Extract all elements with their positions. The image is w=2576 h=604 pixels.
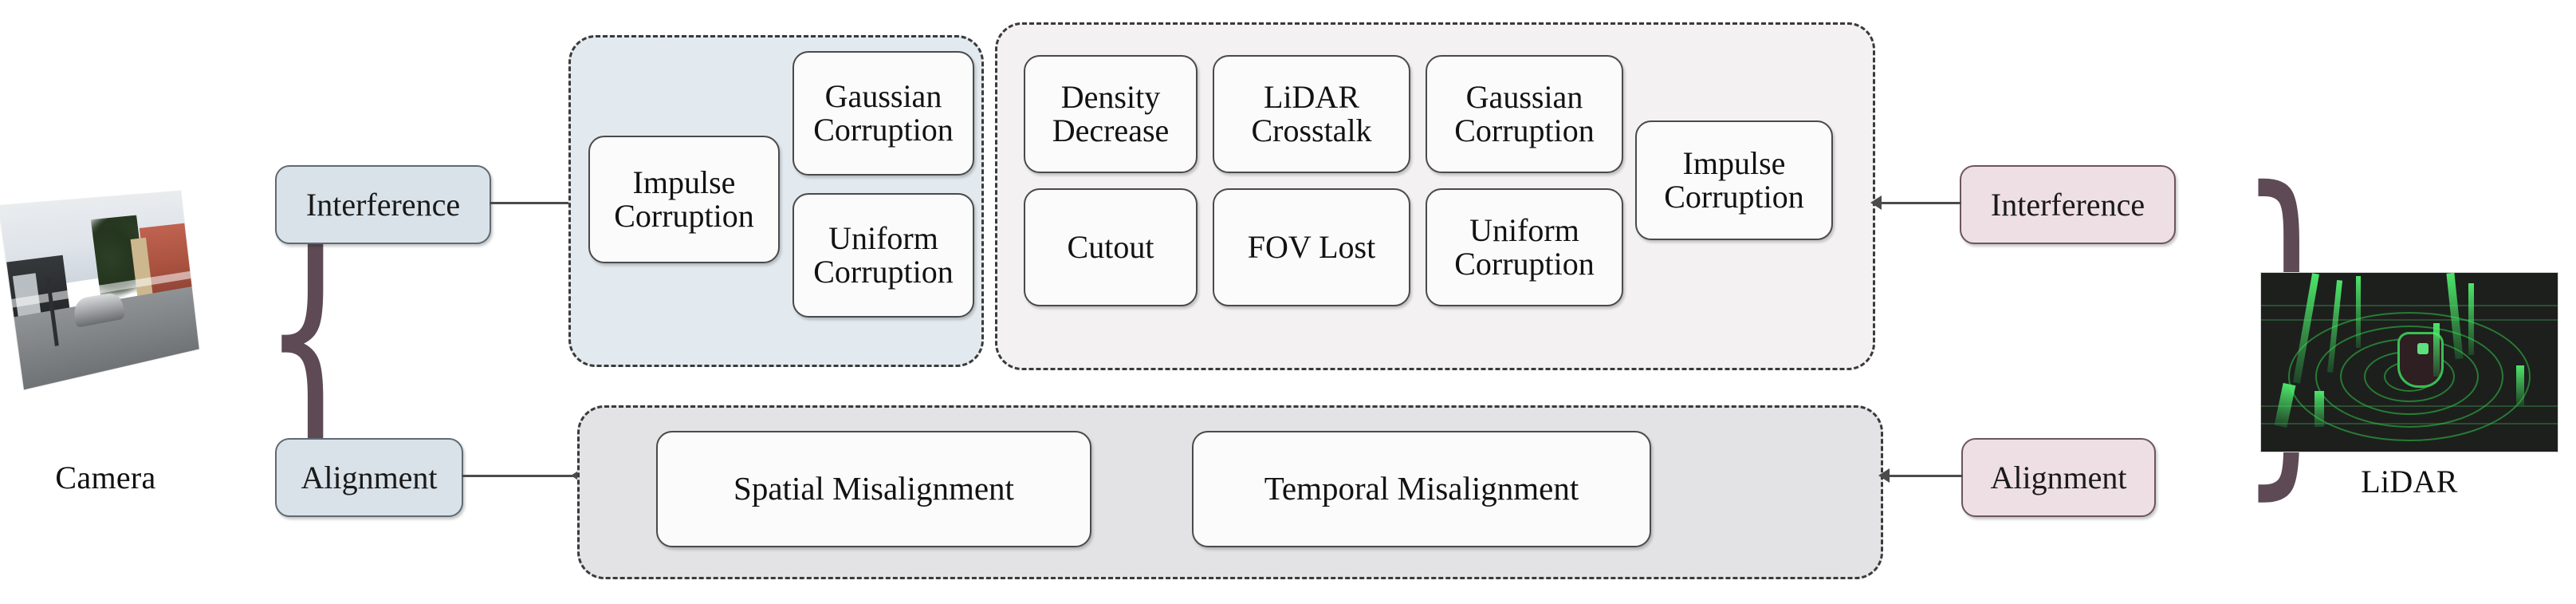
lidar-beam — [2432, 322, 2440, 377]
alignment-item-spatial-label: Spatial Misalignment — [733, 470, 1014, 507]
camera-item-impulse-line1: Impulse — [632, 164, 736, 200]
lidar-item-lidar-crosstalk-line1: LiDAR — [1264, 79, 1359, 115]
camera-label: Camera — [55, 460, 156, 495]
right-role-alignment[interactable]: Alignment — [1961, 438, 2156, 517]
camera-item-gaussian-line2: Corruption — [813, 112, 954, 148]
lidar-item-fov-lost[interactable]: FOV Lost — [1213, 188, 1410, 306]
camera-interference-group: Impulse Corruption Gaussian Corruption U… — [568, 35, 984, 367]
left-role-interference[interactable]: Interference — [275, 165, 491, 244]
camera-item-uniform-line1: Uniform — [828, 220, 938, 256]
connector-right-interference-arrow — [1870, 195, 1882, 210]
camera-street-image — [0, 191, 199, 390]
lidar-item-cutout-line1: Cutout — [1067, 229, 1154, 265]
lidar-item-impulse-line2: Corruption — [1664, 179, 1804, 215]
lidar-beam — [2356, 276, 2362, 349]
lidar-item-cutout[interactable]: Cutout — [1024, 188, 1198, 306]
camera-item-impulse-line2: Corruption — [614, 198, 754, 234]
lidar-ring — [2288, 311, 2531, 441]
lidar-item-lidar-crosstalk[interactable]: LiDAR Crosstalk — [1213, 55, 1410, 173]
lidar-interference-group: Density Decrease LiDAR Crosstalk Gaussia… — [995, 22, 1875, 370]
lidar-item-gaussian-line2: Corruption — [1454, 113, 1595, 148]
lidar-item-uniform[interactable]: Uniform Corruption — [1426, 188, 1623, 306]
connector-right-alignment-arrow — [1878, 468, 1890, 483]
lidar-item-fov-lost-line1: FOV Lost — [1247, 229, 1376, 265]
lidar-item-uniform-line1: Uniform — [1469, 212, 1579, 248]
connector-left-interference — [490, 202, 577, 204]
alignment-group: Spatial Misalignment Temporal Misalignme… — [577, 405, 1883, 579]
lidar-item-density-decrease-line2: Decrease — [1052, 113, 1170, 148]
lidar-item-lidar-crosstalk-line2: Crosstalk — [1251, 113, 1372, 148]
lidar-label: LiDAR — [2361, 464, 2458, 499]
alignment-item-spatial[interactable]: Spatial Misalignment — [656, 431, 1091, 547]
camera-item-uniform-line2: Corruption — [813, 254, 954, 290]
camera-item-impulse[interactable]: Impulse Corruption — [588, 136, 780, 263]
right-role-alignment-label: Alignment — [1990, 460, 2127, 495]
right-role-interference-label: Interference — [1990, 187, 2145, 223]
connector-right-interference — [1882, 202, 1961, 204]
connector-right-alignment — [1890, 475, 1963, 477]
lidar-item-impulse[interactable]: Impulse Corruption — [1635, 120, 1833, 240]
left-role-alignment-label: Alignment — [301, 460, 438, 495]
lidar-beam — [2314, 390, 2324, 427]
lidar-item-impulse-line1: Impulse — [1682, 145, 1786, 181]
lidar-item-density-decrease[interactable]: Density Decrease — [1024, 55, 1198, 173]
left-role-alignment[interactable]: Alignment — [275, 438, 463, 517]
lidar-point-cloud-image — [2261, 273, 2558, 452]
lidar-beam — [2468, 283, 2475, 356]
left-role-interference-label: Interference — [305, 187, 461, 223]
alignment-item-temporal-label: Temporal Misalignment — [1264, 470, 1579, 507]
alignment-item-temporal[interactable]: Temporal Misalignment — [1192, 431, 1651, 547]
lidar-scanline — [2261, 305, 2558, 307]
lidar-item-gaussian-line1: Gaussian — [1465, 79, 1583, 115]
lidar-item-uniform-line2: Corruption — [1454, 246, 1595, 282]
camera-item-gaussian[interactable]: Gaussian Corruption — [792, 51, 974, 176]
connector-left-alignment — [462, 475, 580, 477]
camera-item-uniform[interactable]: Uniform Corruption — [792, 193, 974, 318]
right-role-interference[interactable]: Interference — [1960, 165, 2176, 244]
lidar-beam — [2515, 365, 2524, 405]
camera-item-gaussian-line1: Gaussian — [824, 78, 942, 114]
lidar-item-density-decrease-line1: Density — [1060, 79, 1161, 115]
lidar-item-gaussian[interactable]: Gaussian Corruption — [1426, 55, 1623, 173]
